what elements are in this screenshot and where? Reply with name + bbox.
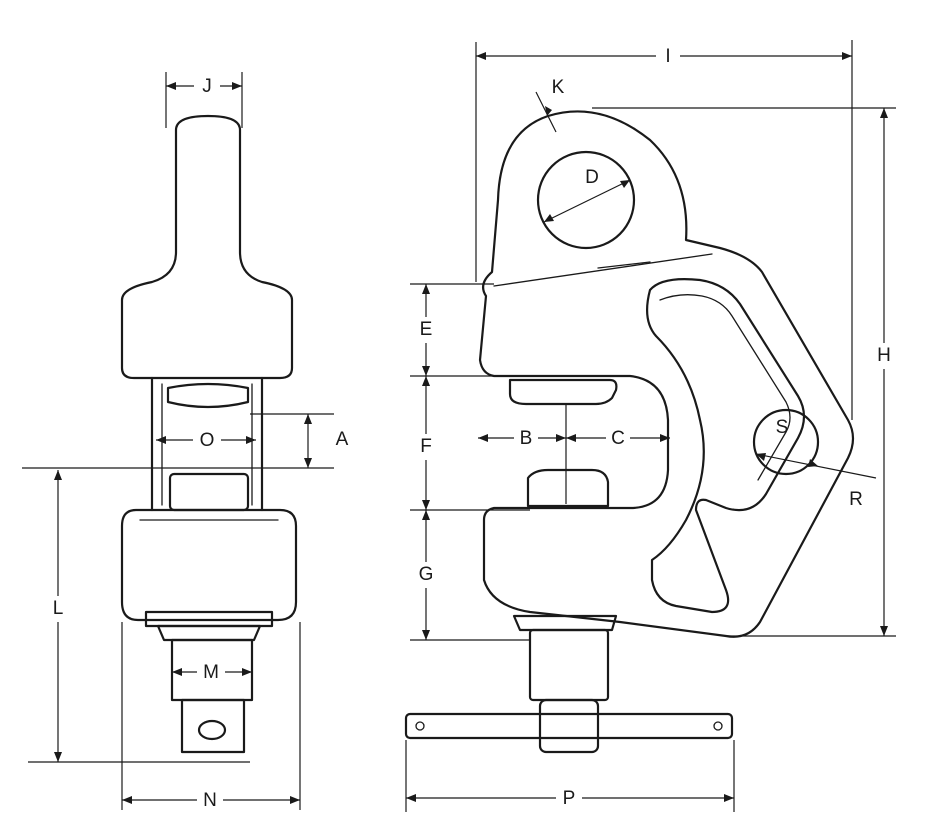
label-E: E bbox=[420, 319, 433, 340]
front-screw-head bbox=[526, 468, 610, 508]
label-C: C bbox=[611, 428, 625, 449]
side-screw-head bbox=[168, 472, 250, 512]
dim-A: A bbox=[22, 413, 349, 469]
dim-M: M bbox=[172, 660, 252, 684]
front-collar bbox=[512, 614, 618, 632]
label-G: G bbox=[419, 564, 434, 585]
dim-D: D bbox=[543, 167, 631, 223]
label-L: L bbox=[53, 598, 64, 619]
t-handle bbox=[404, 712, 734, 740]
dim-SR: S R bbox=[755, 417, 877, 510]
label-N: N bbox=[203, 790, 217, 811]
front-view: I K D H bbox=[404, 40, 896, 812]
front-upper-pad bbox=[508, 378, 618, 406]
label-K: K bbox=[552, 77, 565, 98]
label-S: S bbox=[776, 417, 789, 438]
label-D: D bbox=[585, 167, 599, 188]
label-H: H bbox=[877, 345, 891, 366]
dim-EFG: E F G bbox=[410, 283, 530, 641]
pin-hole bbox=[752, 408, 820, 476]
dim-K: K bbox=[535, 77, 565, 133]
label-O: O bbox=[200, 430, 215, 451]
eye-hole bbox=[536, 150, 636, 250]
label-B: B bbox=[520, 428, 533, 449]
front-stem bbox=[528, 628, 610, 702]
dim-N: N bbox=[121, 622, 301, 812]
side-collar bbox=[144, 610, 274, 628]
dim-O: O bbox=[156, 428, 256, 452]
label-A: A bbox=[336, 429, 349, 450]
label-M: M bbox=[203, 662, 219, 683]
clamp-body bbox=[478, 110, 855, 638]
label-P: P bbox=[563, 788, 576, 809]
side-lower-body bbox=[120, 508, 298, 622]
label-J: J bbox=[202, 76, 212, 97]
label-F: F bbox=[420, 436, 432, 457]
dim-L: L bbox=[28, 470, 250, 763]
dim-J: J bbox=[165, 72, 243, 128]
label-R: R bbox=[849, 489, 863, 510]
side-upper-pad bbox=[166, 382, 250, 409]
side-lifting-eye bbox=[120, 114, 294, 380]
dim-P: P bbox=[405, 740, 735, 812]
side-handle-stub bbox=[180, 698, 246, 754]
dim-H: H bbox=[592, 107, 896, 637]
side-handle-hole bbox=[197, 719, 227, 741]
side-view: J O A L bbox=[22, 72, 349, 812]
body-window bbox=[645, 278, 806, 614]
dim-I: I bbox=[475, 40, 853, 420]
label-I: I bbox=[665, 46, 670, 67]
dim-BC: B C bbox=[478, 426, 670, 450]
